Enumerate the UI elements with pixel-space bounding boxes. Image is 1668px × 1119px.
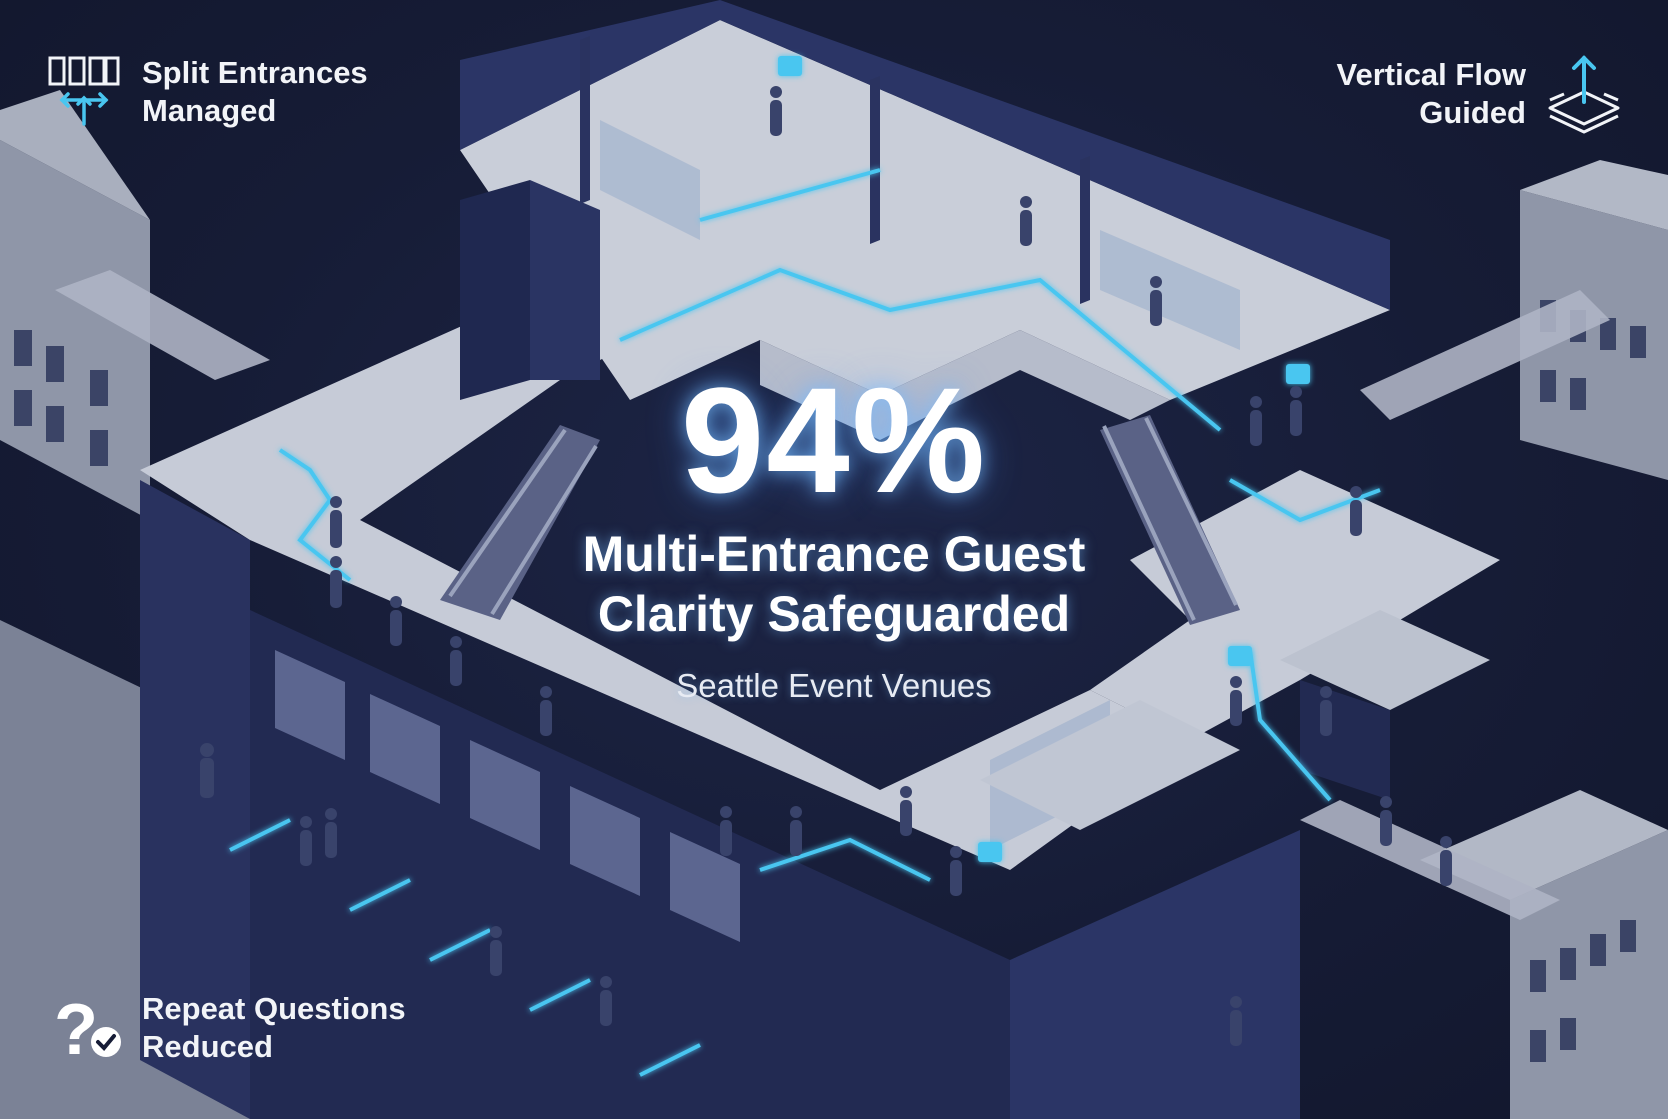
right-skybridge	[1360, 290, 1610, 420]
vertical-flow-label: Vertical Flow Guided	[1336, 52, 1624, 136]
wayfinding-paths	[229, 168, 1381, 1077]
vertical-flow-line1: Vertical Flow	[1336, 57, 1526, 92]
right-building-bottom	[1420, 790, 1668, 1119]
stacked-layers-arrow-icon	[1548, 55, 1620, 134]
people-silhouettes	[200, 86, 1452, 1046]
office-partitions-top	[580, 36, 1090, 304]
headline-stat-value: 94%	[680, 356, 988, 524]
storefront-windows	[275, 650, 740, 942]
headline-title-line1: Multi-Entrance Guest	[582, 526, 1086, 582]
checkmark-badges	[778, 56, 1310, 862]
elevator-core	[460, 180, 530, 400]
split-entrances-line1: Split Entrances	[142, 55, 368, 90]
lower-right-skybridge	[1300, 800, 1560, 920]
left-escalator	[440, 425, 600, 620]
headline-title: Multi-Entrance Guest Clarity Safeguarded	[434, 524, 1234, 644]
repeat-questions-line1: Repeat Questions	[142, 991, 406, 1026]
right-building-top	[1520, 160, 1668, 480]
lower-right-office	[980, 700, 1240, 830]
headline-stat-block: 94% Multi-Entrance Guest Clarity Safegua…	[434, 360, 1234, 706]
svg-text:?: ?	[54, 992, 98, 1064]
split-entrance-icon	[48, 56, 120, 126]
right-escalator	[1100, 415, 1240, 625]
split-entrances-line2: Managed	[142, 93, 277, 128]
mezzanine-floor-left	[140, 300, 1190, 870]
headline-title-line2: Clarity Safeguarded	[597, 586, 1071, 642]
question-check-icon: ?	[54, 992, 121, 1064]
left-building	[0, 90, 150, 520]
headline-subtitle: Seattle Event Venues	[676, 667, 992, 704]
vertical-flow-line2: Guided	[1419, 95, 1526, 130]
repeat-questions-label: ? Repeat Questions Reduced	[52, 990, 406, 1066]
left-skybridge	[55, 270, 270, 380]
split-entrances-label: Split Entrances Managed	[44, 52, 368, 132]
repeat-questions-line2: Reduced	[142, 1029, 273, 1064]
